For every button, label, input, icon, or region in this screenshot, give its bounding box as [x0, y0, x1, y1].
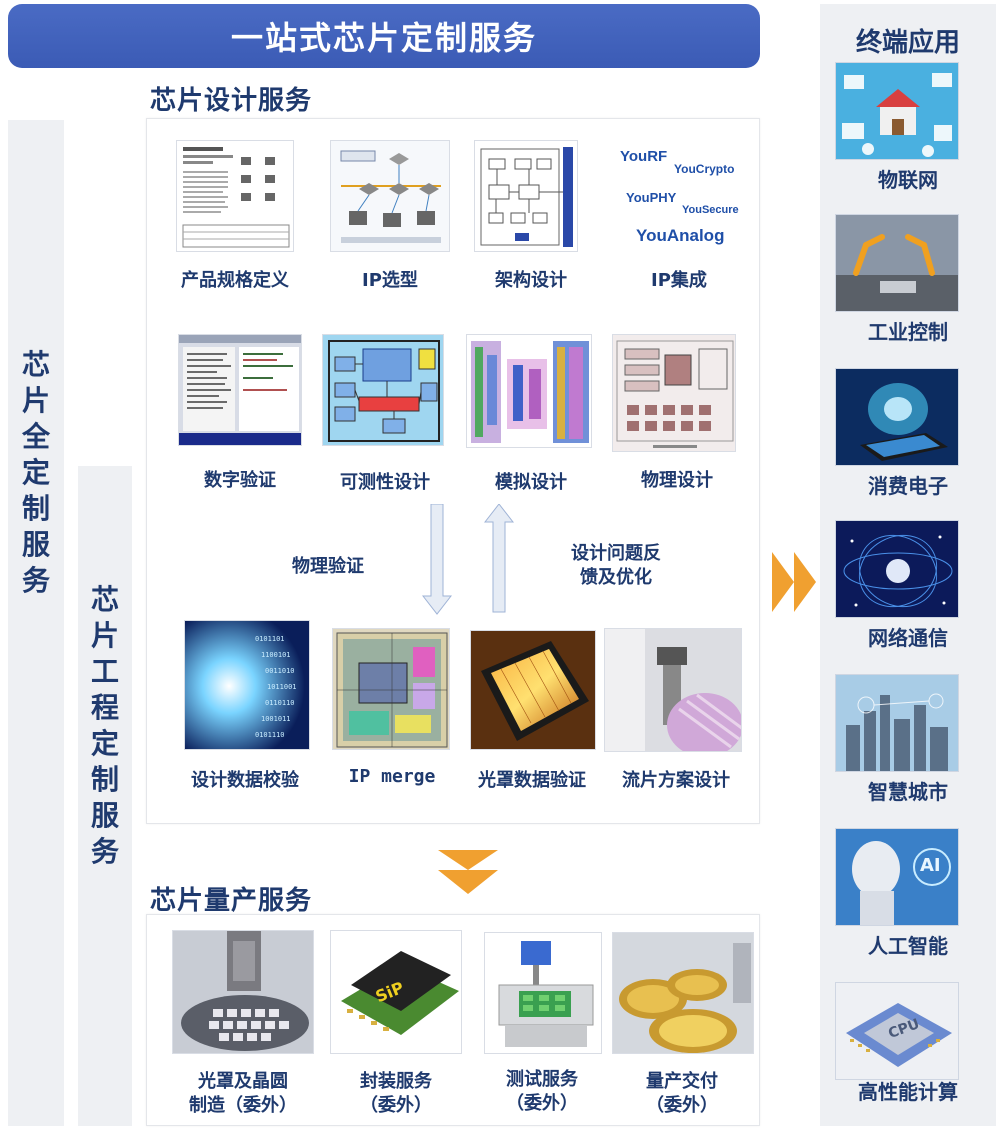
- packaging-image: SiP: [330, 930, 462, 1054]
- svg-text:1100101: 1100101: [261, 651, 291, 659]
- app-smart-city-label: 智慧城市: [868, 780, 948, 804]
- ai-image: AI: [835, 828, 959, 926]
- caption-digital-verification: 数字验证: [204, 470, 276, 491]
- network-image: [835, 520, 959, 618]
- industrial-image: [835, 214, 959, 312]
- svg-text:0110110: 0110110: [265, 699, 295, 707]
- ip-selection-image: [330, 140, 450, 252]
- caption-testing-line2: （委外）: [506, 1093, 578, 1114]
- caption-spec-definition: 产品规格定义: [181, 270, 289, 291]
- chevron-down-icon: [438, 850, 498, 894]
- up-arrow-icon: [484, 504, 514, 613]
- eng-custom-char: 程: [90, 691, 119, 724]
- engineering-custom-bar: 芯 片 工 程 定 制 服 务: [78, 466, 132, 1126]
- mask-data-image: [470, 630, 596, 750]
- data-check-image: 0101101 1100101 0011010 1011001 0110110 1001…: [184, 620, 310, 750]
- testing-image: [484, 932, 602, 1054]
- caption-testing-line1: 测试服务: [506, 1069, 578, 1090]
- full-custom-char: 制: [21, 492, 50, 525]
- caption-delivery-line2: （委外）: [646, 1095, 718, 1116]
- ip-merge-image: [332, 628, 450, 750]
- mass-production-image: [612, 932, 754, 1054]
- wafer-manufacturing-image: [172, 930, 314, 1054]
- app-hpc-label: 高性能计算: [858, 1080, 958, 1104]
- caption-ip-merge: IP merge: [348, 766, 436, 787]
- tapeout-plan-image: [604, 628, 742, 752]
- caption-data-check: 设计数据校验: [191, 770, 299, 791]
- full-custom-char: 芯: [21, 348, 50, 381]
- analog-layout-image: [466, 334, 592, 448]
- full-custom-bar: 芯 片 全 定 制 服 务: [8, 120, 64, 1126]
- app-industrial-label: 工业控制: [868, 320, 948, 344]
- full-custom-char: 务: [21, 564, 50, 597]
- eng-custom-char: 服: [90, 799, 119, 832]
- eng-custom-char: 务: [90, 835, 119, 868]
- feedback-label-line2: 馈及优化: [580, 567, 652, 588]
- youphy-logo: YouPHY: [626, 190, 677, 205]
- caption-ip-integration: IP集成: [651, 270, 707, 291]
- caption-tapeout-plan: 流片方案设计: [622, 770, 730, 791]
- physical-verification-label: 物理验证: [292, 556, 364, 577]
- eng-custom-char: 片: [90, 619, 119, 652]
- eng-custom-char: 芯: [90, 583, 119, 616]
- svg-text:0101101: 0101101: [255, 635, 285, 643]
- caption-packaging-line1: 封装服务: [360, 1071, 432, 1092]
- smart-city-image: [835, 674, 959, 772]
- svg-text:1001011: 1001011: [261, 715, 291, 723]
- down-arrow-icon: [422, 504, 452, 615]
- app-consumer-label: 消费电子: [868, 474, 948, 498]
- dft-design-image: [322, 334, 444, 446]
- eng-custom-char: 工: [90, 655, 119, 688]
- eng-custom-char: 制: [90, 763, 119, 796]
- caption-delivery-line1: 量产交付: [646, 1071, 718, 1092]
- eng-custom-char: 定: [90, 727, 119, 760]
- yourf-logo: YouRF: [620, 148, 668, 165]
- full-custom-char: 全: [21, 420, 50, 453]
- chevron-right-icon: [772, 552, 816, 612]
- app-iot-label: 物联网: [878, 168, 938, 192]
- ip-logos-group: YouRF YouCrypto YouPHY YouSecure YouAnal…: [614, 140, 744, 252]
- page-banner: 一站式芯片定制服务: [8, 4, 760, 68]
- feedback-label-line1: 设计问题反: [571, 543, 661, 564]
- caption-mask-data-verification: 光罩数据验证: [478, 770, 586, 791]
- svg-text:0011010: 0011010: [265, 667, 295, 675]
- caption-packaging-line2: （委外）: [360, 1095, 432, 1116]
- caption-wafer-line2: 制造（委外）: [189, 1095, 297, 1116]
- ai-badge: AI: [920, 855, 941, 876]
- caption-physical-design: 物理设计: [641, 470, 713, 491]
- iot-image: [835, 62, 959, 160]
- full-custom-char: 定: [21, 456, 50, 489]
- digital-verification-image: [178, 334, 302, 446]
- yousecure-logo: YouSecure: [682, 204, 739, 216]
- caption-ip-selection: IP选型: [362, 270, 418, 291]
- app-ai-label: 人工智能: [868, 934, 948, 958]
- full-custom-char: 服: [21, 528, 50, 561]
- caption-wafer-line1: 光罩及晶圆: [198, 1071, 288, 1092]
- design-section-title: 芯片设计服务: [150, 86, 313, 116]
- svg-text:1011001: 1011001: [267, 683, 297, 691]
- applications-title: 终端应用: [855, 28, 960, 58]
- caption-analog-design: 模拟设计: [495, 472, 567, 493]
- full-custom-char: 片: [21, 384, 50, 417]
- hpc-image: CPU: [835, 982, 959, 1080]
- spec-document-image: [176, 140, 294, 252]
- production-section-title: 芯片量产服务: [150, 886, 313, 916]
- caption-architecture-design: 架构设计: [495, 270, 567, 291]
- consumer-image: [835, 368, 959, 466]
- caption-dft: 可测性设计: [340, 472, 430, 493]
- youanalog-logo: YouAnalog: [636, 226, 725, 245]
- architecture-diagram-image: [474, 140, 578, 252]
- svg-text:0101110: 0101110: [255, 731, 285, 739]
- physical-design-image: [612, 334, 736, 452]
- youcrypto-logo: YouCrypto: [674, 162, 735, 176]
- app-network-label: 网络通信: [868, 626, 948, 650]
